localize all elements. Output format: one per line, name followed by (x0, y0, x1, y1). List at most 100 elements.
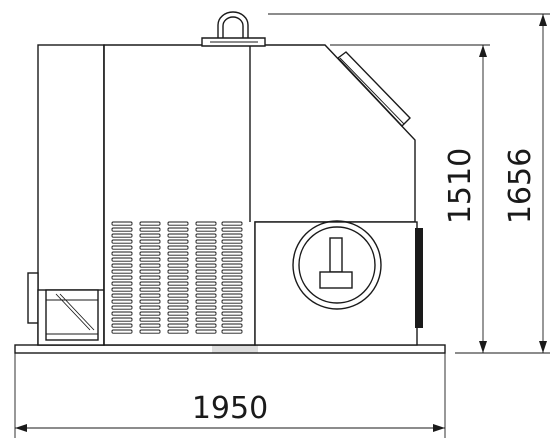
grille-slat (195, 317, 217, 322)
grille-slat (195, 245, 217, 250)
grille-slat (167, 275, 189, 280)
grille-slat (221, 257, 243, 262)
grille-slat (195, 275, 217, 280)
grille-slat (139, 245, 161, 250)
inspection-port (292, 220, 382, 310)
grille-slat (111, 287, 133, 292)
grille-slat (139, 251, 161, 256)
total-height-dimension-label: 1656 (503, 148, 538, 224)
grille-slat (221, 299, 243, 304)
grille-slat (167, 305, 189, 310)
grille-slat (221, 317, 243, 322)
grille-slat (139, 305, 161, 310)
grille-slat (195, 251, 217, 256)
grille-slat (221, 251, 243, 256)
grille-slat (111, 299, 133, 304)
grille-slat (167, 293, 189, 298)
grille-slat (111, 221, 133, 226)
base-center-block (212, 345, 258, 353)
grille-slat (195, 299, 217, 304)
grille-slat (139, 239, 161, 244)
grille-slat (195, 227, 217, 232)
grille-slat (221, 323, 243, 328)
grille-slat (195, 329, 217, 334)
grille-slat (195, 305, 217, 310)
side-door-seal (415, 228, 423, 328)
grille-slat (221, 269, 243, 274)
sloped-hatch-handle (336, 51, 411, 128)
grille-slat (139, 281, 161, 286)
grille-slat (167, 257, 189, 262)
grille-slat (167, 317, 189, 322)
grille-slat (195, 257, 217, 262)
grille-slat (195, 281, 217, 286)
grille-slat (111, 239, 133, 244)
grille-slat (111, 275, 133, 280)
grille-slat (195, 287, 217, 292)
grille-slat (111, 293, 133, 298)
lifting-eye (201, 11, 266, 47)
grille-slat (221, 287, 243, 292)
grille-slat (221, 263, 243, 268)
grille-slat (167, 311, 189, 316)
grille-slat (167, 239, 189, 244)
grille-slat (139, 323, 161, 328)
grille-slat (139, 317, 161, 322)
grille-slat (139, 329, 161, 334)
grille-slat (111, 227, 133, 232)
grille-slat (195, 233, 217, 238)
grille-slat (221, 245, 243, 250)
grille-slat (221, 221, 243, 226)
grille-slat (111, 263, 133, 268)
grille-slat (139, 293, 161, 298)
grille-slat (111, 323, 133, 328)
grille-slat (221, 329, 243, 334)
grille-slat (167, 221, 189, 226)
grille-slat (195, 269, 217, 274)
grille-slat (221, 293, 243, 298)
grille-slat (167, 269, 189, 274)
grille-slat (221, 233, 243, 238)
grille-slat (139, 299, 161, 304)
grille-slat (167, 227, 189, 232)
grille-slat (167, 263, 189, 268)
grille-slat (167, 329, 189, 334)
grille-slat (167, 287, 189, 292)
grille-slat (111, 281, 133, 286)
grille-slat (221, 275, 243, 280)
grille-slat (167, 233, 189, 238)
grille-slat (139, 287, 161, 292)
total-height-dimension: 1656 (268, 13, 550, 354)
ventilation-grille (111, 221, 243, 334)
grille-slat (139, 263, 161, 268)
grille-slat (221, 281, 243, 286)
grille-slat (111, 317, 133, 322)
width-dimension: 1950 (14, 353, 446, 438)
grille-slat (111, 269, 133, 274)
grille-slat (139, 311, 161, 316)
grille-slat (195, 293, 217, 298)
grille-slat (167, 299, 189, 304)
grille-slat (167, 245, 189, 250)
grille-slat (139, 227, 161, 232)
grille-slat (139, 233, 161, 238)
grille-slat (139, 257, 161, 262)
grille-slat (111, 305, 133, 310)
grille-slat (139, 269, 161, 274)
grille-slat (221, 239, 243, 244)
body-height-dimension: 1510 (330, 44, 490, 354)
grille-slat (111, 251, 133, 256)
grille-slat (195, 311, 217, 316)
grille-slat (111, 329, 133, 334)
grille-slat (221, 227, 243, 232)
grille-slat (167, 281, 189, 286)
width-dimension-label: 1950 (192, 391, 268, 426)
grille-slat (167, 323, 189, 328)
grille-slat (167, 251, 189, 256)
body-height-dimension-label: 1510 (443, 148, 478, 224)
grille-slat (195, 323, 217, 328)
grille-slat (111, 257, 133, 262)
grille-slat (139, 275, 161, 280)
grille-slat (221, 311, 243, 316)
